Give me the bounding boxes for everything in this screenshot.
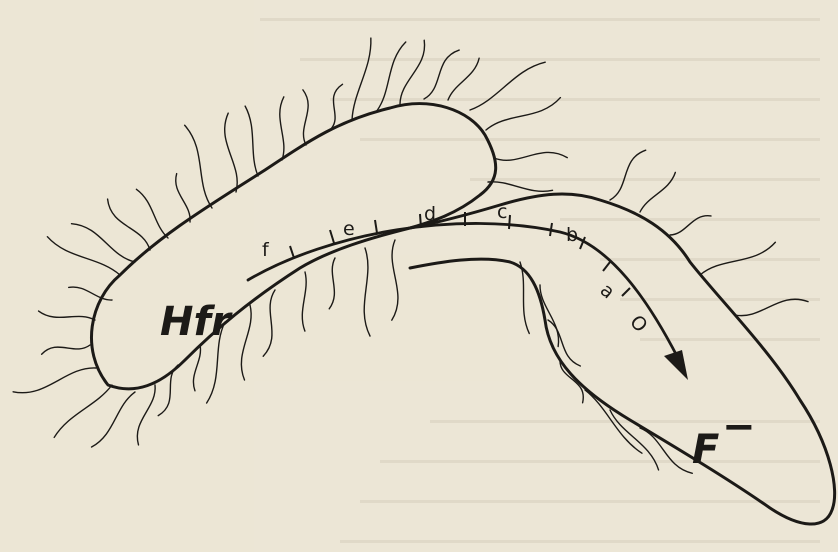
gene-marker: d <box>424 203 436 225</box>
recipient-label: F <box>692 427 719 473</box>
recipient-sign: − <box>722 404 756 450</box>
gene-marker: e <box>343 218 355 240</box>
gene-tick <box>420 214 421 228</box>
gene-tick <box>509 215 510 229</box>
donor-label: Hfr <box>160 299 233 345</box>
gene-marker: b <box>566 224 578 246</box>
gene-marker: c <box>497 201 507 223</box>
